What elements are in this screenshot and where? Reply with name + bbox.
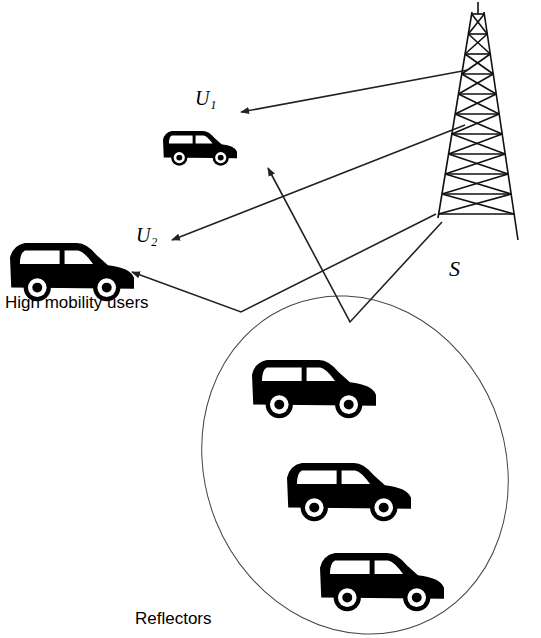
signal-ray xyxy=(172,125,465,240)
signal-ray xyxy=(268,168,442,322)
reflector-car xyxy=(320,553,444,611)
group-label: Reflectors xyxy=(135,610,212,627)
signal-ray xyxy=(241,70,468,112)
user-label: U₁ xyxy=(195,88,216,108)
tower-symbol xyxy=(438,2,518,240)
reflector-region xyxy=(151,249,541,638)
signal-ray xyxy=(132,214,436,312)
reflector-car xyxy=(252,360,376,418)
group-label: High mobility users xyxy=(5,294,149,311)
user-car xyxy=(163,131,237,166)
user-label: U₂ xyxy=(136,225,157,245)
user-car xyxy=(10,243,134,301)
reflector-car xyxy=(287,463,411,521)
source-label: S xyxy=(449,258,460,280)
